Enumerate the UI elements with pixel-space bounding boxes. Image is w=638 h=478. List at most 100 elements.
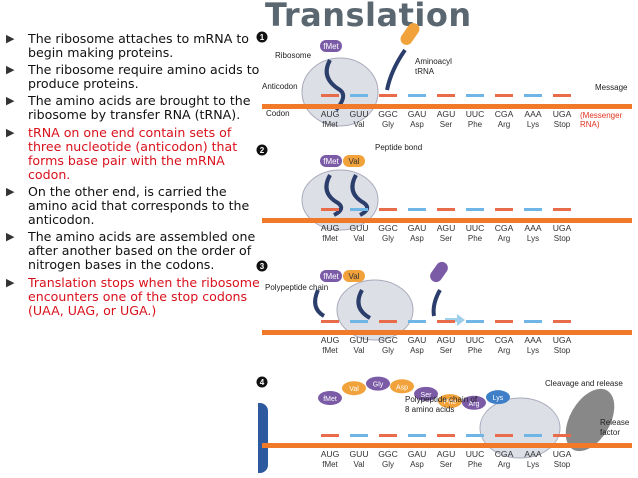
arrow-bullet-icon: ▶ [6, 32, 15, 45]
nucleotide-mark [495, 208, 513, 211]
nucleotide-mark [321, 434, 339, 437]
amino-acid-label: Val [354, 234, 365, 243]
svg-text:RNA): RNA) [580, 120, 600, 129]
nucleotide-mark [466, 208, 484, 211]
nucleotide-mark [495, 320, 513, 323]
nucleotide-mark [379, 208, 397, 211]
nucleotide-mark [408, 94, 426, 97]
chain-amino-acid [390, 379, 414, 394]
nucleotide-mark [321, 208, 339, 211]
amino-acid-label: Arg [498, 234, 510, 243]
chain-amino-acid [342, 381, 366, 396]
codon-label: AGU [437, 223, 456, 233]
amino-acid-label: Lys [527, 460, 539, 469]
amino-acid-label: Lys [527, 120, 539, 129]
amino-acid-label: Val [354, 346, 365, 355]
svg-text:3: 3 [260, 262, 265, 271]
amino-acid-label: Asp [410, 460, 424, 469]
nucleotide-mark [379, 434, 397, 437]
amino-acid-label: Gly [382, 460, 394, 469]
bullet-item: ▶The ribosome attaches to mRNA to begin … [6, 31, 249, 61]
nucleotide-mark [553, 208, 571, 211]
mrna-strand [262, 330, 632, 335]
bullet-list: ▶The ribosome attaches to mRNA to begin … [6, 31, 268, 321]
codon-label: GGC [378, 449, 398, 459]
amino-acid-label: Phe [468, 120, 483, 129]
amino-acid-label: Lys [527, 234, 539, 243]
codon-label: UUC [466, 335, 485, 345]
nucleotide-mark [379, 320, 397, 323]
nucleotide-mark [466, 434, 484, 437]
svg-text:Anticodon: Anticodon [262, 82, 298, 91]
step-badge [256, 144, 268, 156]
codon-label: GAU [408, 109, 427, 119]
bullet-item: ▶The amino acids are assembled one after… [6, 229, 256, 273]
codon-label: GAU [408, 223, 427, 233]
codon-label: GAU [408, 449, 427, 459]
amino-acid-fmet [320, 40, 342, 52]
codon-label: GUU [349, 335, 368, 345]
step-2: 2 fMet Val Peptide bond AUGfMetGUUValGGC… [256, 143, 632, 243]
mrna-strand [262, 443, 632, 448]
svg-text:Cleavage and release: Cleavage and release [545, 379, 623, 388]
slide-title: Translation [265, 0, 472, 34]
nucleotide-mark [437, 94, 455, 97]
nucleotide-mark [553, 434, 571, 437]
amino-acid-fmet [320, 155, 342, 167]
amino-acid-label: Ser [440, 346, 453, 355]
codon-label: UUC [466, 449, 485, 459]
amino-acid-label: Ser [440, 234, 453, 243]
nucleotide-mark [408, 208, 426, 211]
amino-acid-label: Arg [498, 120, 510, 129]
codon-label: AAA [524, 449, 541, 459]
ribosome [301, 169, 379, 231]
codon-label: UUC [466, 109, 485, 119]
chain-amino-acid-label: Val [349, 386, 359, 393]
nucleotide-mark [466, 94, 484, 97]
amino-acid-label: Gly [382, 120, 394, 129]
chain-amino-acid [486, 390, 510, 405]
amino-acid-label: Phe [468, 460, 483, 469]
nucleotide-mark [437, 208, 455, 211]
chain-amino-acid-label: Asp [396, 384, 408, 391]
step-badge [256, 260, 268, 272]
nucleotide-mark [350, 434, 368, 437]
codon-label: UGA [553, 449, 572, 459]
amino-acid-label: Stop [554, 120, 571, 129]
nucleotide-mark [495, 434, 513, 437]
nucleotide-mark [379, 94, 397, 97]
amino-acid-label: Stop [554, 460, 571, 469]
amino-acid-label: Asp [410, 120, 424, 129]
nucleotide-mark [524, 208, 542, 211]
chain-amino-acid-label: Gly [373, 382, 384, 389]
svg-text:Val: Val [349, 272, 360, 281]
codon-label: AAA [524, 223, 541, 233]
ribosome [336, 279, 414, 341]
chain-amino-acid-label: Arg [469, 401, 480, 408]
nucleotide-mark [350, 208, 368, 211]
nucleotide-mark [524, 434, 542, 437]
svg-text:2: 2 [260, 146, 265, 155]
chain-amino-acid-label: fMet [323, 396, 337, 403]
amino-acid-val [400, 23, 420, 45]
codon-label: GAU [408, 335, 427, 345]
arrow-bullet-icon: ▶ [6, 94, 15, 108]
bullet-item: ▶Translation stops when the ribosome enc… [6, 274, 260, 318]
chain-amino-acid-label: Lys [493, 395, 504, 402]
codon-label: UUC [466, 223, 485, 233]
chain-amino-acid [414, 386, 438, 401]
codon-label: AUG [321, 449, 340, 459]
svg-text:Polypeptide chain: Polypeptide chain [265, 283, 328, 292]
codon-label: UGA [553, 223, 572, 233]
svg-text:fMet: fMet [323, 272, 339, 281]
codon-label: AAA [524, 109, 541, 119]
amino-acid-label: fMet [322, 234, 338, 243]
amino-acid-label: Ser [440, 120, 453, 129]
svg-text:Codon: Codon [266, 109, 290, 118]
amino-acid-label: Phe [468, 346, 483, 355]
codon-label: AGU [437, 109, 456, 119]
amino-acid-label: Phe [468, 234, 483, 243]
nucleotide-mark [553, 320, 571, 323]
